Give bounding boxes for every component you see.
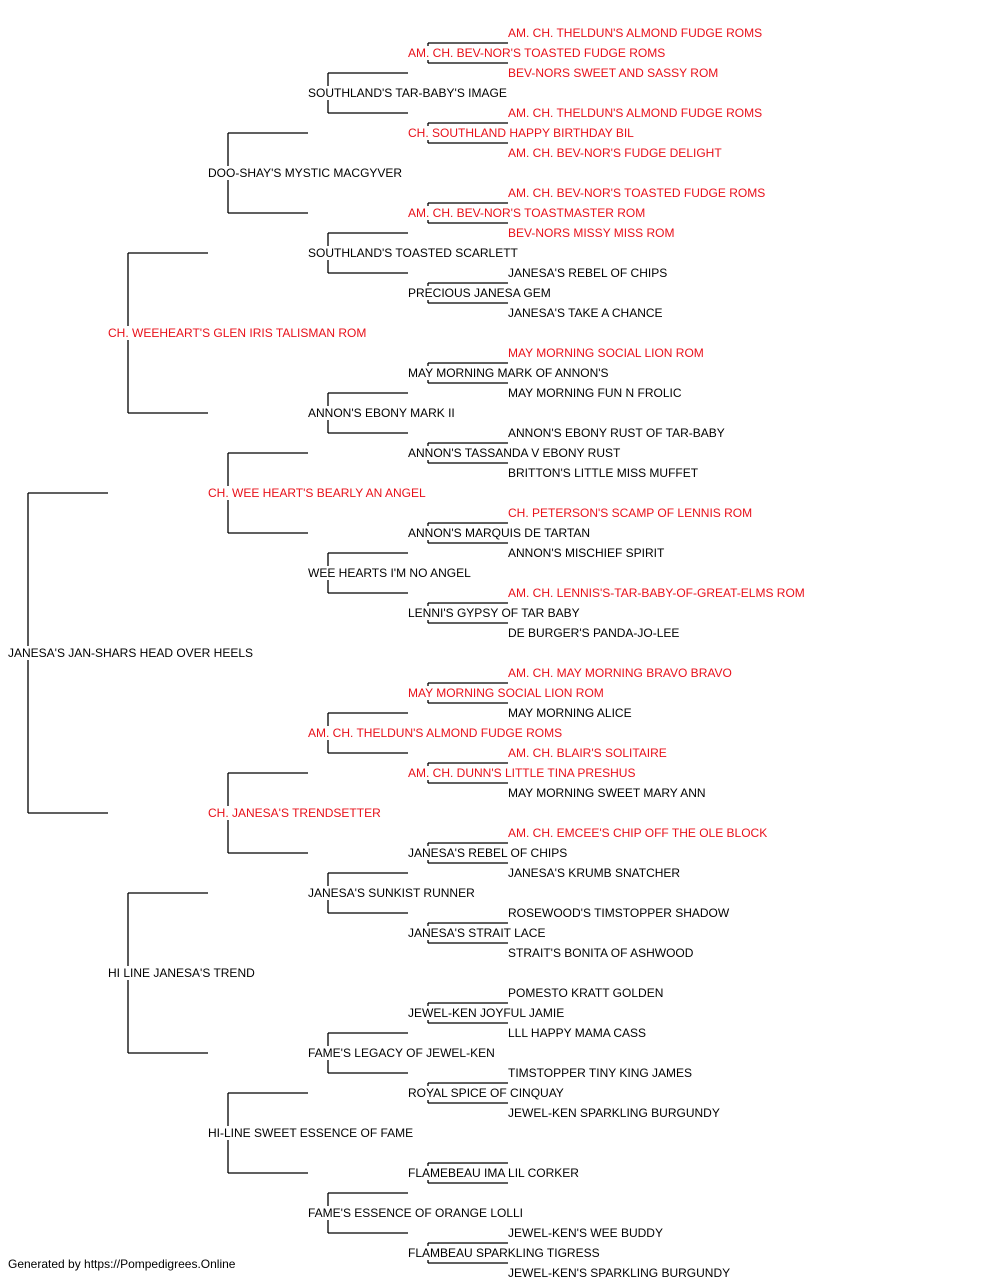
ancestor-name: SOUTHLAND'S TOASTED SCARLETT: [307, 246, 519, 260]
ancestor-name: AM. CH. DUNN'S LITTLE TINA PRESHUS: [407, 766, 637, 780]
ancestor-name: MAY MORNING ALICE: [507, 706, 633, 720]
ancestor-name: AM. CH. THELDUN'S ALMOND FUDGE ROMS: [507, 106, 764, 120]
ancestor-name: PRECIOUS JANESA GEM: [407, 286, 552, 300]
ancestor-name: CH. SOUTHLAND HAPPY BIRTHDAY BIL: [407, 126, 635, 140]
ancestor-name: MAY MORNING FUN N FROLIC: [507, 386, 683, 400]
ancestor-name: FAME'S LEGACY OF JEWEL-KEN: [307, 1046, 496, 1060]
ancestor-name: JANESA'S STRAIT LACE: [407, 926, 547, 940]
ancestor-name: FAME'S ESSENCE OF ORANGE LOLLI: [307, 1206, 525, 1220]
ancestor-name: JANESA'S REBEL OF CHIPS: [407, 846, 569, 860]
ancestor-name: JEWEL-KEN'S SPARKLING BURGUNDY: [507, 1266, 732, 1280]
ancestor-name: LLL HAPPY MAMA CASS: [507, 1026, 648, 1040]
ancestor-name: AM. CH. MAY MORNING BRAVO BRAVO: [507, 666, 733, 680]
ancestor-name: ANNON'S TASSANDA V EBONY RUST: [407, 446, 622, 460]
ancestor-name: ANNON'S MARQUIS DE TARTAN: [407, 526, 592, 540]
ancestor-name: LENNI'S GYPSY OF TAR BABY: [407, 606, 581, 620]
ancestor-name: SOUTHLAND'S TAR-BABY'S IMAGE: [307, 86, 508, 100]
ancestor-name: AM. CH. BLAIR'S SOLITAIRE: [507, 746, 668, 760]
ancestor-name: CH. JANESA'S TRENDSETTER: [207, 806, 382, 820]
ancestor-name: JANESA'S TAKE A CHANCE: [507, 306, 664, 320]
ancestor-name: JANESA'S KRUMB SNATCHER: [507, 866, 682, 880]
ancestor-name: MAY MORNING SOCIAL LION ROM: [407, 686, 605, 700]
ancestor-name: BRITTON'S LITTLE MISS MUFFET: [507, 466, 700, 480]
generator-credit: Generated by https://Pompedigrees.Online: [8, 1257, 236, 1271]
ancestor-name: FLAMBEAU SPARKLING TIGRESS: [407, 1246, 601, 1260]
ancestor-name: DE BURGER'S PANDA-JO-LEE: [507, 626, 681, 640]
ancestor-name: JANESA'S SUNKIST RUNNER: [307, 886, 476, 900]
ancestor-name: AM. CH. BEV-NOR'S TOASTED FUDGE ROMS: [407, 46, 667, 60]
ancestor-name: HI LINE JANESA'S TREND: [107, 966, 256, 980]
ancestor-name: MAY MORNING SOCIAL LION ROM: [507, 346, 705, 360]
ancestor-name: HI-LINE SWEET ESSENCE OF FAME: [207, 1126, 415, 1140]
ancestor-name: JANESA'S REBEL OF CHIPS: [507, 266, 669, 280]
ancestor-name: BEV-NORS SWEET AND SASSY ROM: [507, 66, 720, 80]
ancestor-name: DOO-SHAY'S MYSTIC MACGYVER: [207, 166, 404, 180]
ancestor-name: ANNON'S MISCHIEF SPIRIT: [507, 546, 666, 560]
ancestor-name: AM. CH. THELDUN'S ALMOND FUDGE ROMS: [507, 26, 764, 40]
ancestor-name: POMESTO KRATT GOLDEN: [507, 986, 665, 1000]
ancestor-name: ROSEWOOD'S TIMSTOPPER SHADOW: [507, 906, 731, 920]
ancestor-name: AM. CH. BEV-NOR'S TOASTMASTER ROM: [407, 206, 647, 220]
ancestor-name: JEWEL-KEN'S WEE BUDDY: [507, 1226, 664, 1240]
ancestor-name: AM. CH. THELDUN'S ALMOND FUDGE ROMS: [307, 726, 564, 740]
ancestor-name: ANNON'S EBONY RUST OF TAR-BABY: [507, 426, 726, 440]
ancestor-name: WEE HEARTS I'M NO ANGEL: [307, 566, 472, 580]
ancestor-name: STRAIT'S BONITA OF ASHWOOD: [507, 946, 695, 960]
ancestor-name: JEWEL-KEN JOYFUL JAMIE: [407, 1006, 566, 1020]
ancestor-name: JEWEL-KEN SPARKLING BURGUNDY: [507, 1106, 721, 1120]
ancestor-name: ANNON'S EBONY MARK II: [307, 406, 456, 420]
ancestor-name: MAY MORNING SWEET MARY ANN: [507, 786, 707, 800]
ancestor-name: AM. CH. BEV-NOR'S FUDGE DELIGHT: [507, 146, 723, 160]
subject-dog-name: JANESA'S JAN-SHARS HEAD OVER HEELS: [7, 646, 255, 660]
ancestor-name: BEV-NORS MISSY MISS ROM: [507, 226, 676, 240]
ancestor-name: MAY MORNING MARK OF ANNON'S: [407, 366, 610, 380]
ancestor-name: AM. CH. EMCEE'S CHIP OFF THE OLE BLOCK: [507, 826, 769, 840]
ancestor-name: FLAMEBEAU IMA LIL CORKER: [407, 1166, 580, 1180]
ancestor-name: AM. CH. LENNIS'S-TAR-BABY-OF-GREAT-ELMS …: [507, 586, 806, 600]
ancestor-name: CH. WEEHEART'S GLEN IRIS TALISMAN ROM: [107, 326, 368, 340]
ancestor-name: CH. PETERSON'S SCAMP OF LENNIS ROM: [507, 506, 754, 520]
ancestor-name: TIMSTOPPER TINY KING JAMES: [507, 1066, 694, 1080]
ancestor-name: AM. CH. BEV-NOR'S TOASTED FUDGE ROMS: [507, 186, 767, 200]
ancestor-name: ROYAL SPICE OF CINQUAY: [407, 1086, 565, 1100]
ancestor-name: CH. WEE HEART'S BEARLY AN ANGEL: [207, 486, 427, 500]
